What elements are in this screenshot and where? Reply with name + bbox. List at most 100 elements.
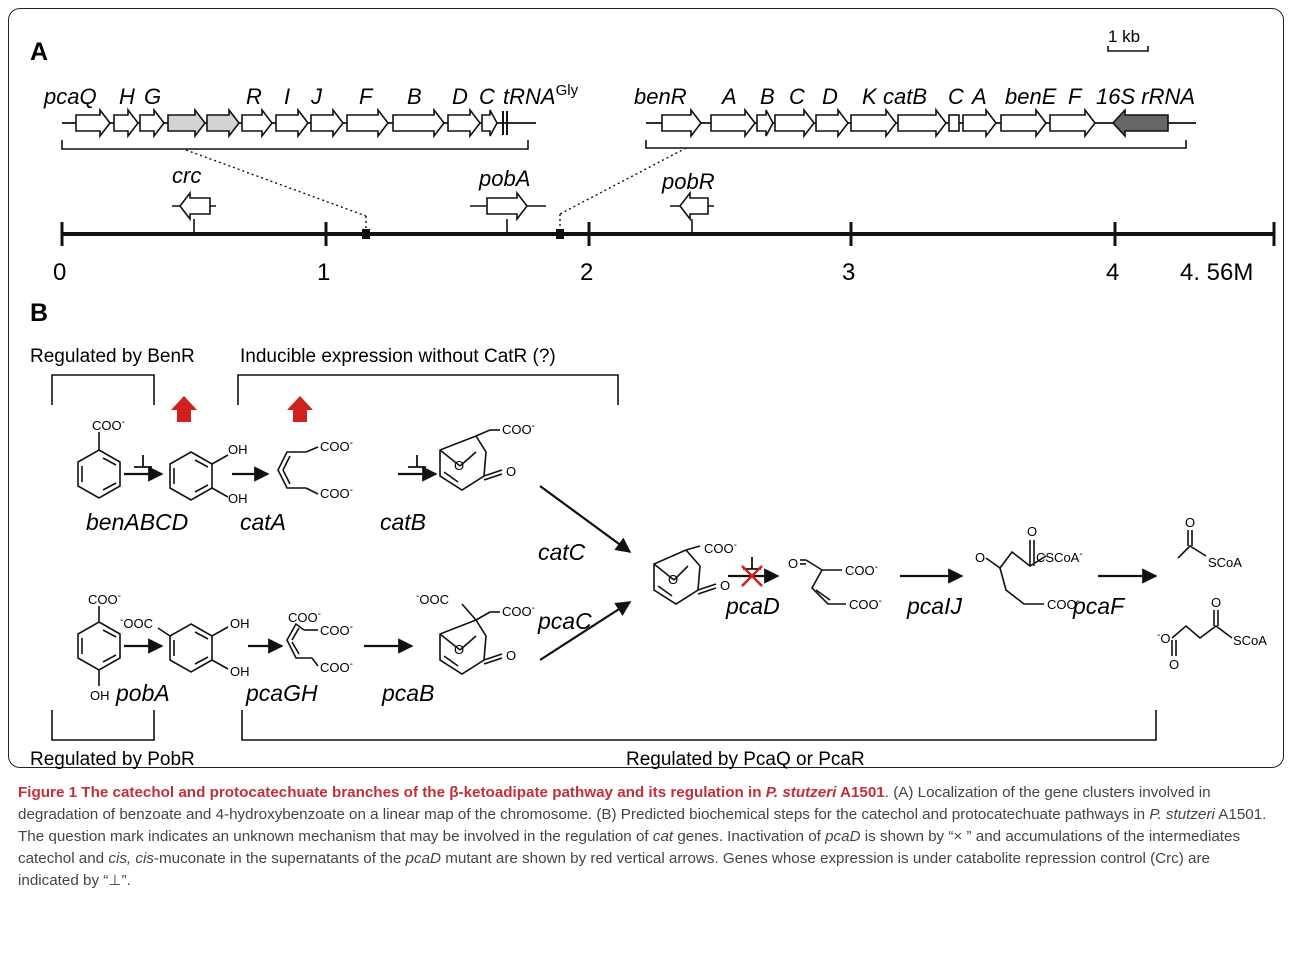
gene-arrow-pcaQ (75, 107, 112, 139)
enzyme-pobA: pobA (115, 680, 170, 706)
gene-arrow-benD (815, 107, 850, 139)
gene-arrow-B (392, 107, 446, 139)
map-tick-4: 4 (1106, 259, 1119, 286)
protocatechuate-structure (157, 623, 229, 673)
gene-label-benC: C (789, 84, 805, 109)
bracket-label-benr: Regulated by BenR (30, 346, 195, 367)
map-tick-2: 2 (580, 259, 593, 286)
gene-arrow-R (241, 107, 274, 139)
ketoadipyl-coa-structure (985, 540, 1047, 605)
gene-label-benE: benE (1005, 84, 1057, 109)
chem-o-carbonyl-1: O (506, 464, 516, 479)
gene-label-I: I (284, 84, 290, 109)
gene-pobR (670, 190, 714, 232)
trna-marks (502, 111, 508, 135)
enzyme-catB: catB (380, 509, 426, 535)
chem-oh-3: OH (230, 616, 250, 631)
panel-a-label: A (30, 38, 48, 66)
enzyme-pcaF: pcaF (1072, 593, 1126, 619)
gene-label-benR: benR (634, 84, 687, 109)
chem-o-succinyl-1: -O (1157, 630, 1170, 646)
figure-caption: Figure 1 The catechol and protocatechuat… (18, 784, 1267, 889)
left-cluster-connector (185, 149, 367, 217)
red-arrow-muconate (287, 396, 313, 422)
chem-coo-carboxymuconate-2: COO- (320, 622, 353, 638)
chem-o-carbonyl-3: O (720, 578, 730, 593)
muconolactone-structure (439, 429, 503, 491)
catechol-structure (169, 451, 229, 501)
map-tick-end: 4. 56M (1180, 259, 1253, 286)
map-tick-0: 0 (53, 259, 66, 286)
bracket-pca (241, 710, 1157, 741)
chem-scoa-acetyl: SCoA (1208, 555, 1242, 570)
chem-o-ring-2: O (454, 642, 464, 657)
right-cluster-connector (559, 147, 687, 215)
gene-arrow-H (113, 107, 140, 139)
crc-repression-marks (134, 455, 761, 570)
carboxy-muconate-structure (286, 622, 319, 667)
chem-o-ketoadipyl-2: O (1027, 524, 1037, 539)
succinyl-coa-structure (1171, 610, 1233, 656)
chem-coo-benzoate: COO- (92, 417, 125, 433)
chem-coo-enol-lactone: COO- (704, 540, 737, 556)
carboxy-muconolactone-structure (439, 603, 503, 675)
right-cluster-bracket (645, 140, 1187, 149)
map-tick-3: 3 (842, 259, 855, 286)
caption-title: Figure 1 The catechol and protocatechuat… (18, 784, 885, 801)
panel-b: B Regulated by BenR Inducible expression… (30, 299, 1267, 770)
chem-coo-ketoadipyl: COO- (1047, 596, 1080, 612)
chem-o-succinyl-3: O (1211, 595, 1221, 610)
bracket-label-inducible: Inducible expression without CatR (?) (240, 346, 556, 367)
bracket-label-pca: Regulated by PcaQ or PcaR (626, 749, 865, 770)
chem-coo-lactone-2: COO- (502, 603, 535, 619)
chem-o-ketoadipyl: O (975, 550, 985, 565)
reaction-arrows (124, 466, 1158, 661)
gene-arrow-16S-rRNA (1111, 107, 1169, 139)
chem-ooc-protocatechuate: -OOC (120, 615, 153, 631)
gene-arrow-benR (661, 107, 703, 139)
figure-frame (8, 8, 1284, 768)
crc-mark-benABCD (134, 455, 152, 468)
gene-label-tRNA: tRNAGly (503, 82, 579, 109)
figure-1: A 1 kb pcaQ H G R I J F B D C tRNAGly (30, 27, 1276, 770)
hydroxybenzoate-structure (77, 606, 121, 686)
chem-oh-hydroxybenzoate: OH (90, 688, 110, 703)
beta-ketoadipate-structure (800, 559, 846, 605)
gene-label-R: R (246, 84, 262, 109)
gene-crc (172, 190, 216, 232)
bracket-inducible (237, 374, 619, 405)
gene-arrow-benB (756, 109, 774, 137)
map-mark-pca (362, 229, 370, 239)
arrow-catC (539, 485, 632, 553)
gene-arrow-F (346, 107, 390, 139)
gene-label-benA: A (720, 84, 737, 109)
chem-coo-muconate-2: COO- (320, 485, 353, 501)
red-arrow-catechol (171, 396, 197, 422)
structures-bottom-row (77, 603, 503, 686)
enzyme-pcaD: pcaD (725, 593, 780, 619)
enol-lactone-structure (653, 545, 717, 605)
gene-arrow-benE (1000, 107, 1048, 139)
chem-coo-carboxymuconate-1: COO- (288, 609, 321, 625)
chem-oh-4: OH (230, 664, 250, 679)
gene-arrow-grey-1 (167, 107, 207, 139)
gene-label-catA: A (970, 84, 987, 109)
chem-o-ring-3: O (668, 572, 678, 587)
gene-label-pobA: pobA (478, 166, 530, 191)
enzyme-pcaIJ: pcaIJ (906, 593, 962, 619)
gene-label-catC: C (948, 84, 964, 109)
chromosome-map-ticks (60, 222, 1276, 246)
scale-bar-label: 1 kb (1108, 27, 1140, 46)
accumulation-arrows (171, 396, 313, 422)
enzyme-pcaGH: pcaGH (245, 680, 318, 706)
gene-label-G: G (144, 84, 161, 109)
enzyme-catC: catC (538, 539, 586, 565)
gene-label-crc: crc (172, 163, 201, 188)
chem-o-acetyl: O (1185, 515, 1195, 530)
chem-coo-muconate-1: COO- (320, 438, 353, 454)
gene-label-pobR: pobR (661, 169, 715, 194)
chromosome-map-labels: 0 1 2 3 4 4. 56M (53, 259, 1253, 286)
gene-arrow-D (447, 107, 482, 139)
right-cluster-labels: benR A B C D K catB C A benE F 16S rRNA (634, 84, 1195, 109)
chem-o-ketoadipate: O (788, 556, 798, 571)
